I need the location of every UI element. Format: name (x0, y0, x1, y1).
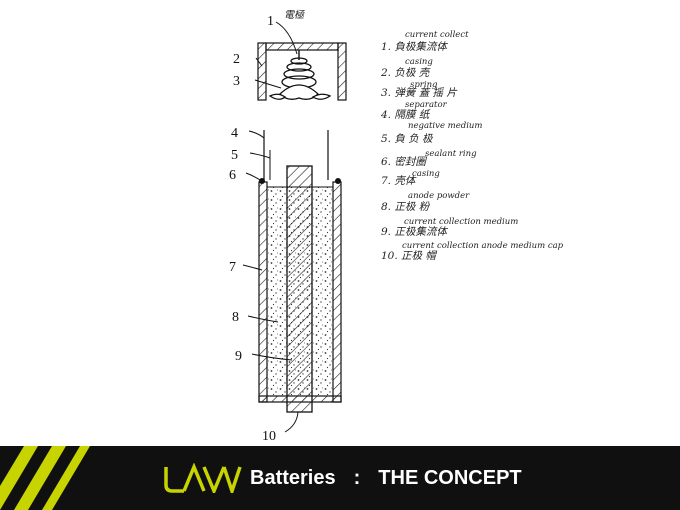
callout-3: 3 (233, 74, 240, 89)
note-6-zh: 6. 密封圈 (381, 156, 427, 168)
note-6-en: sealant ring (425, 149, 477, 159)
cap-right-wall (337, 42, 347, 101)
note-2-en: casing (405, 57, 433, 67)
notes-list: current collect 1. 負极集流体 casing 2. 负极 壳 … (380, 30, 564, 262)
accent-stripes (0, 446, 90, 510)
callout-6: 6 (229, 168, 236, 183)
note-4-zh: 4. 隔膜 纸 (380, 109, 431, 121)
note-3-zh: 3. 弹簧 蓋 摇 片 (381, 87, 458, 99)
cap-assembly (257, 42, 347, 101)
spring (268, 57, 332, 100)
note-7-en: casing (412, 169, 440, 179)
brand-name: Batteries (250, 466, 336, 489)
note-4-en: separator (405, 100, 448, 110)
note-7-zh: 7. 壳体 (381, 175, 417, 187)
brand-logo-icon (164, 463, 242, 493)
note-1-zh: 1. 負极集流体 (381, 41, 448, 53)
callout-1: 1 (267, 14, 274, 29)
leader-lines (242, 21, 299, 433)
callout-7: 7 (229, 260, 236, 275)
current-collector-rod (286, 165, 313, 413)
callout-5: 5 (231, 148, 238, 163)
callout-numbers: 1 2 3 4 5 6 7 8 9 10 (229, 14, 276, 444)
callout-9: 9 (235, 349, 242, 364)
top-annotation: 電極 (284, 9, 305, 21)
cap-left-wall (257, 42, 267, 101)
footer-banner: Batteries : THE CONCEPT (0, 446, 680, 510)
brand-title: Batteries : THE CONCEPT (162, 460, 522, 496)
battery-body (258, 130, 342, 413)
note-9-zh: 9. 正极集流体 (381, 226, 448, 238)
note-5-zh: 5. 負 负 极 (381, 133, 434, 145)
note-10-zh: 10. 正极 帽 (381, 250, 437, 262)
casing-left-wall (258, 181, 268, 403)
note-3-en: spring (410, 80, 438, 90)
note-10-en: current collection anode medium cap (402, 241, 564, 251)
casing-right-wall (332, 181, 342, 403)
note-2-zh: 2. 负极 壳 (380, 67, 431, 79)
callout-10: 10 (262, 429, 276, 444)
note-1-en: current collect (405, 30, 469, 40)
title-separator: : (353, 466, 361, 489)
cap-top (265, 42, 339, 51)
callout-2: 2 (233, 52, 240, 67)
note-8-en: anode powder (408, 191, 470, 201)
note-5-en: negative medium (408, 121, 482, 131)
callout-8: 8 (232, 310, 239, 325)
note-9-en: current collection medium (404, 217, 518, 227)
note-8-zh: 8. 正极 粉 (381, 201, 431, 213)
slide-title: THE CONCEPT (378, 466, 522, 489)
callout-4: 4 (231, 126, 238, 141)
battery-diagram: 電極 (229, 9, 564, 444)
